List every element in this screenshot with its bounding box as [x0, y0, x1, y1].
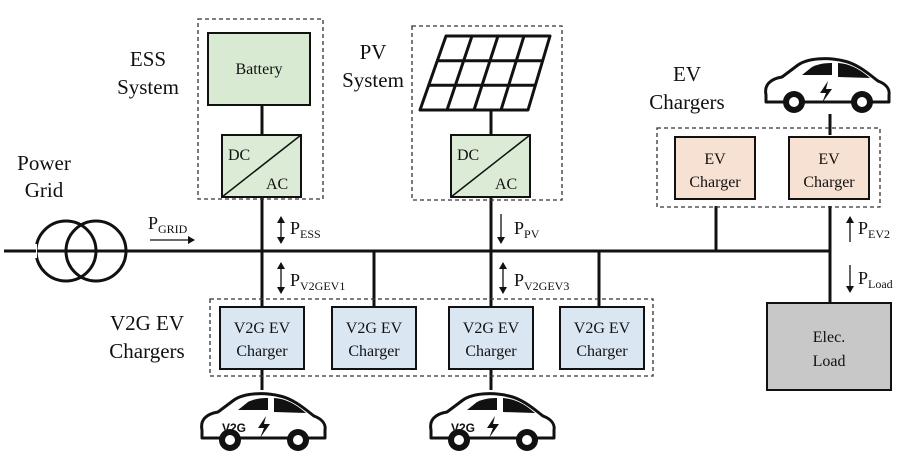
svg-text:V2G EV: V2G EV: [234, 320, 291, 337]
svg-text:Load: Load: [813, 353, 846, 370]
solar-panel-icon: [418, 34, 552, 112]
svg-text:Charger: Charger: [689, 174, 741, 191]
flow-grid: PGRID: [148, 213, 195, 244]
pv-converter-ac: AC: [495, 176, 517, 193]
ev-chargers-label-1: EV: [673, 62, 701, 86]
v2g-chargers-label-2: Chargers: [109, 339, 184, 363]
group-outlines: [197, 18, 881, 377]
elec-load-box: Elec. Load: [766, 302, 892, 391]
flow-ev2: PEV2: [846, 216, 890, 242]
svg-text:EV: EV: [818, 151, 840, 168]
svg-text:Charger: Charger: [236, 343, 288, 360]
ess-converter-dc: DC: [228, 147, 250, 164]
ev-chargers-group-outline: [656, 127, 881, 208]
v2g-car-2-tag: V2G: [451, 421, 475, 435]
ev-charger-2: EV Charger: [788, 136, 870, 200]
ev-charger-1: EV Charger: [674, 136, 756, 200]
ess-converter: DC AC: [221, 134, 302, 198]
flow-ess: PESS: [277, 216, 321, 244]
v2g-car-1-icon: V2G: [200, 392, 327, 451]
svg-text:Elec.: Elec.: [813, 329, 845, 346]
flow-v2gev1: PV2GEV1: [277, 262, 345, 294]
svg-text:EV: EV: [704, 151, 726, 168]
flow-pv: PPV: [497, 214, 540, 244]
svg-text:PV2GEV3: PV2GEV3: [514, 270, 569, 293]
v2g-charger-4: V2G EV Charger: [559, 306, 645, 370]
bus-wiring: [4, 104, 832, 390]
svg-text:Charger: Charger: [465, 343, 517, 360]
svg-text:V2G EV: V2G EV: [346, 320, 403, 337]
battery-label: Battery: [235, 61, 282, 78]
pv-converter-dc: DC: [457, 147, 479, 164]
power-grid-label-2: Grid: [25, 178, 64, 202]
svg-text:PEV2: PEV2: [858, 218, 890, 241]
svg-text:V2G EV: V2G EV: [463, 320, 520, 337]
v2g-charger-3: V2G EV Charger: [448, 306, 534, 370]
svg-text:PESS: PESS: [290, 218, 321, 241]
power-grid-label-1: Power: [17, 151, 71, 175]
v2g-charger-1: V2G EV Charger: [219, 306, 305, 370]
v2g-car-2-icon: V2G: [429, 392, 556, 451]
flow-v2gev3: PV2GEV3: [499, 262, 569, 294]
svg-text:PGRID: PGRID: [148, 213, 188, 236]
ess-label-2: System: [117, 75, 179, 99]
ess-label-1: ESS: [130, 47, 166, 71]
ess-converter-ac: AC: [266, 176, 288, 193]
pv-label-2: System: [342, 68, 404, 92]
svg-text:PLoad: PLoad: [858, 268, 893, 291]
svg-text:Charger: Charger: [576, 343, 628, 360]
ess-group-outline: [197, 18, 324, 200]
pv-group-outline: [411, 25, 563, 201]
svg-text:PV2GEV1: PV2GEV1: [290, 270, 345, 293]
pv-converter: DC AC: [450, 134, 531, 198]
ev-car-icon: [764, 57, 891, 113]
v2g-charger-2: V2G EV Charger: [331, 306, 417, 370]
v2g-group-outline: [209, 298, 654, 377]
svg-text:Charger: Charger: [348, 343, 400, 360]
v2g-car-1-tag: V2G: [222, 421, 246, 435]
svg-text:Charger: Charger: [803, 174, 855, 191]
v2g-chargers-label-1: V2G EV: [110, 311, 184, 335]
pv-label-1: PV: [360, 40, 387, 64]
svg-text:PPV: PPV: [514, 218, 540, 241]
ev-chargers-label-2: Chargers: [649, 90, 724, 114]
svg-text:V2G EV: V2G EV: [574, 320, 631, 337]
flow-load: PLoad: [846, 265, 893, 293]
battery-box: [207, 32, 311, 106]
